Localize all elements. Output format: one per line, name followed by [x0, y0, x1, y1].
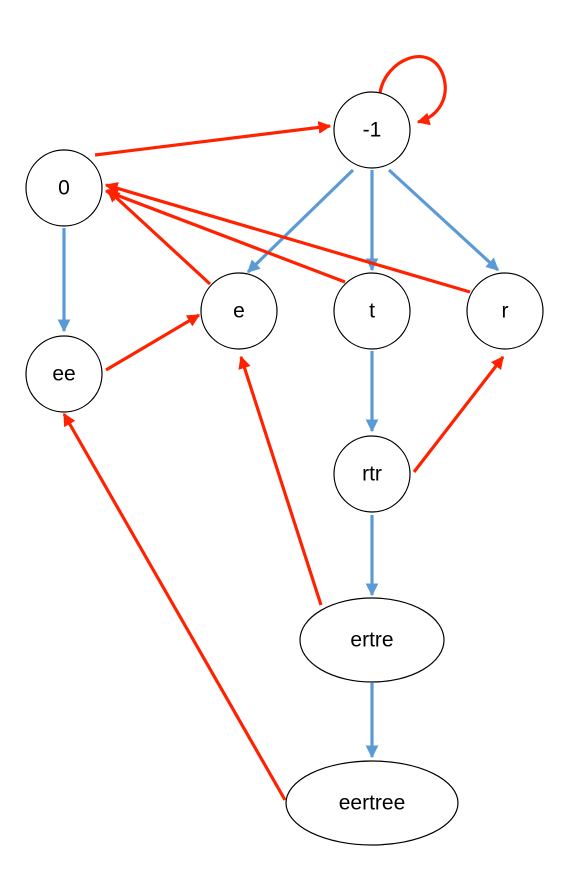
suffix-link-eertree-to-ee — [62, 412, 287, 801]
edge-layer — [57, 55, 505, 801]
node-label: ertre — [350, 629, 393, 652]
node-label: ee — [52, 363, 75, 386]
node-label: eertree — [339, 792, 406, 815]
node-label: t — [369, 300, 375, 323]
suffix-link-rtr-to-r — [412, 355, 505, 473]
node-label: -1 — [363, 119, 382, 142]
suffix-link-e-to-zero — [106, 188, 212, 286]
suffix-link-zero-to-m1 — [94, 121, 332, 157]
node-minus-one: -1 — [333, 91, 411, 169]
node-ertre: ertre — [299, 597, 445, 683]
node-label: r — [502, 300, 509, 323]
node-rtr: rtr — [333, 435, 411, 513]
node-ee: ee — [25, 335, 103, 413]
node-zero: 0 — [25, 149, 103, 227]
node-label: e — [233, 300, 245, 323]
node-eertree: eertree — [285, 760, 459, 846]
child-edge-m1-to-r — [387, 168, 500, 272]
suffix-link-ee-to-e — [105, 313, 201, 372]
node-label: rtr — [362, 463, 382, 486]
suffix-link-ertre-to-e — [238, 355, 323, 606]
node-label: 0 — [58, 177, 70, 200]
child-edge-m1-to-e — [246, 168, 355, 274]
node-r: r — [466, 272, 544, 350]
node-e: e — [200, 272, 278, 350]
suffix-link-m1-to-m1 — [378, 55, 447, 126]
suffix-link-r-to-zero — [104, 182, 471, 294]
suffix-link-t-to-zero — [104, 189, 346, 284]
node-t: t — [333, 272, 411, 350]
